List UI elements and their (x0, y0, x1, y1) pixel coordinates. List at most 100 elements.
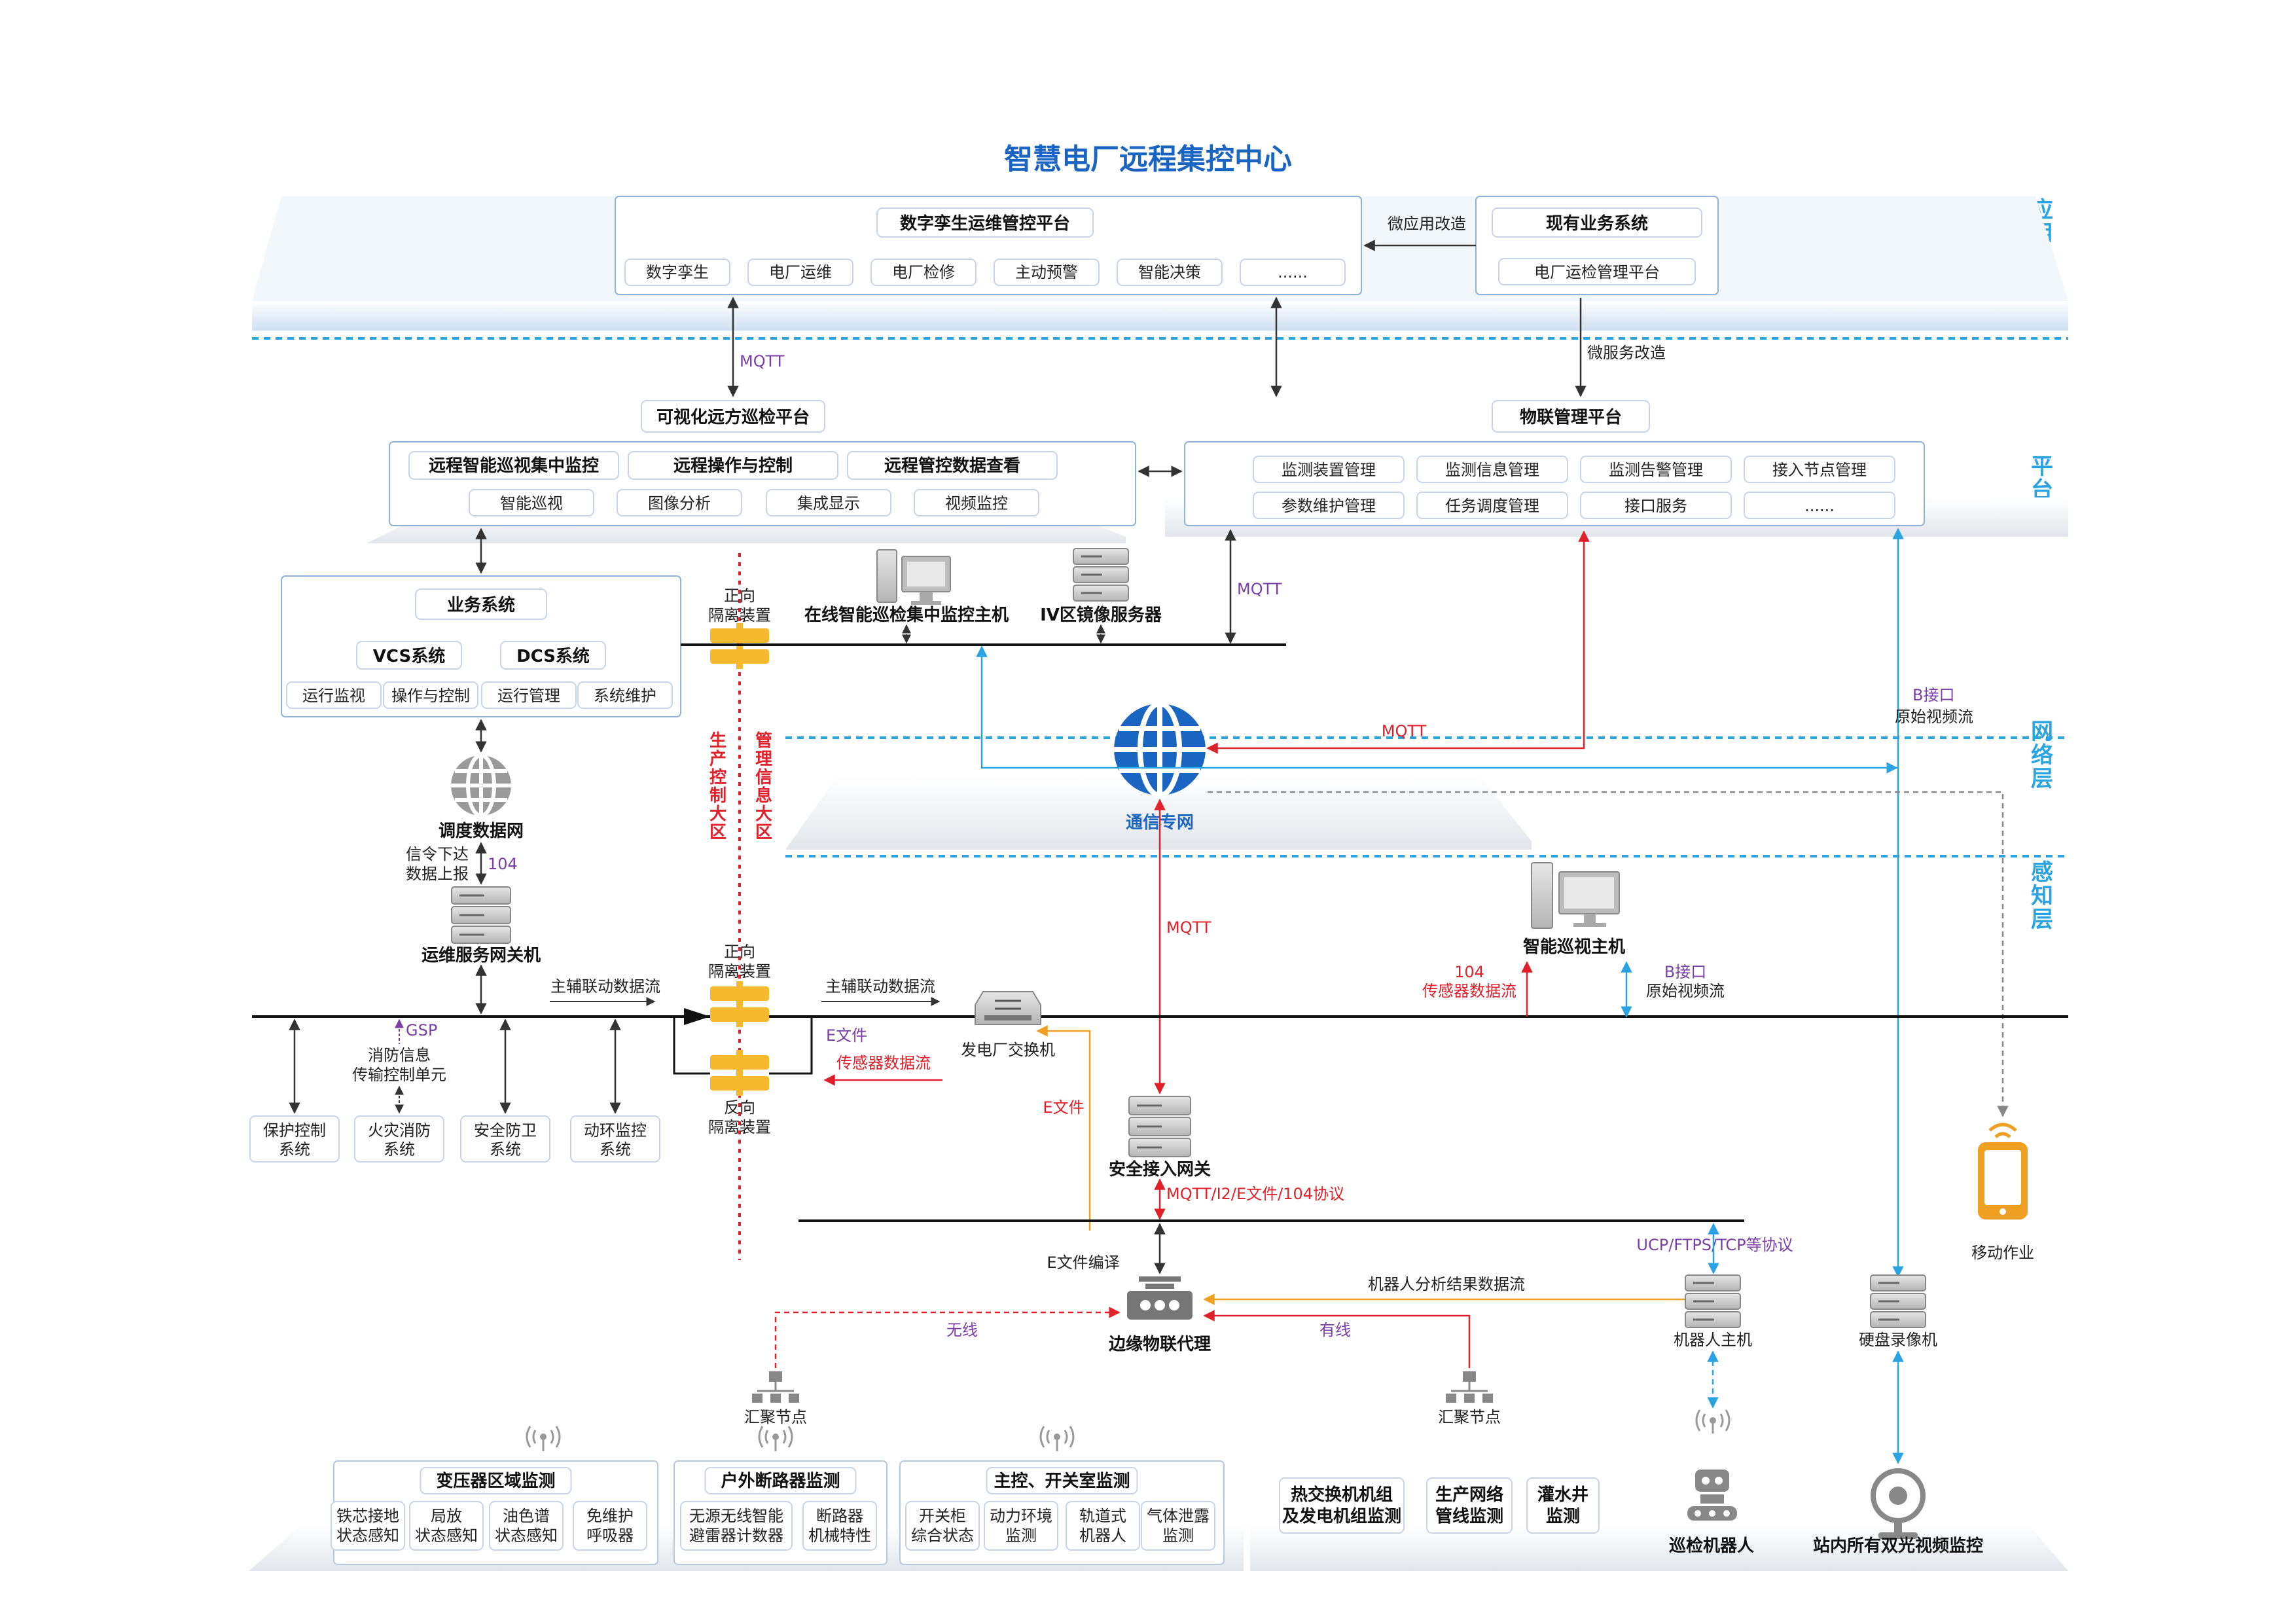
iot-item-pill (1416, 456, 1568, 483)
raw-video-top: 原始视频流 (1895, 708, 1973, 726)
subsystem-line2: 系统 (279, 1140, 310, 1159)
agg-node-left-icon (752, 1371, 799, 1403)
subsystem-box (354, 1115, 444, 1163)
subsystem-box (249, 1115, 340, 1163)
visual-sub-pill (617, 489, 742, 516)
hdd-recorder-label: 硬盘录像机 (1859, 1331, 1937, 1349)
biz-items: 运行监视操作与控制运行管理系统维护 (286, 681, 673, 709)
mqtt-app-visual-label: MQTT (740, 352, 785, 370)
zone-management: 管理信息大区 (755, 731, 772, 842)
forward-device-1-label-line1: 正向 (724, 586, 755, 605)
perception-item-line2: 呼吸器 (586, 1526, 634, 1545)
twin-item-pill (870, 259, 977, 286)
iot-item: 参数维护管理 (1282, 497, 1376, 515)
twin-item-pill (747, 259, 853, 286)
perception-item-line1: 气体泄露 (1147, 1507, 1210, 1525)
biz-item-pill (481, 681, 577, 709)
e-file-label-2: E文件 (1043, 1098, 1084, 1117)
perception-group-title: 户外断路器监测 (721, 1471, 840, 1491)
perception-item-line1: 局放 (431, 1507, 462, 1525)
perception-right-box (1426, 1477, 1513, 1534)
patrol-robot-label: 巡检机器人 (1669, 1536, 1754, 1556)
e-compile-label: E文件编译 (1047, 1254, 1119, 1272)
biz-title-pill (415, 588, 547, 620)
visual-feature: 远程操作与控制 (673, 456, 793, 476)
subsystem-line1: 火灾消防 (368, 1121, 431, 1140)
iot-item: 接入节点管理 (1772, 461, 1867, 479)
subsystem-line1: 安全防卫 (474, 1121, 537, 1140)
forward-device-1-label-line2: 隔离装置 (708, 606, 771, 624)
iot-item: 监测装置管理 (1282, 461, 1376, 479)
twin-item-pill (1117, 259, 1223, 286)
perception-item-line1: 轨道式 (1079, 1507, 1126, 1525)
existing-system-title-pill (1492, 208, 1702, 238)
biz-item-pill (383, 681, 478, 709)
main-aux-flow-left: 主辅联动数据流 (550, 977, 660, 996)
perception-right-line1: 生产网络 (1435, 1485, 1503, 1505)
twin-item: 智能决策 (1138, 263, 1201, 281)
iv-mirror-label: IV区镜像服务器 (1040, 605, 1162, 625)
mobile-label: 移动作业 (1971, 1244, 2034, 1262)
robot-flow-label: 机器人分析结果数据流 (1368, 1275, 1525, 1293)
perception-item-line1: 铁芯接地 (336, 1507, 399, 1525)
existing-item-pill (1498, 258, 1696, 285)
perception-group-title: 变压器区域监测 (436, 1471, 555, 1491)
reverse-device-loop (673, 1017, 710, 1075)
subsystem-line2: 系统 (600, 1140, 631, 1159)
sensor-flow-label-1: 传感器数据流 (836, 1054, 931, 1072)
perception-group-title-pill (704, 1467, 857, 1494)
visual-sub: 视频监控 (945, 494, 1008, 513)
mqtt-bus-iot-label: MQTT (1237, 580, 1282, 598)
reverse-device-loop-right (769, 1017, 813, 1075)
page-title: 智慧电厂远程集控中心 (1004, 143, 1292, 176)
biz-title: 业务系统 (447, 595, 515, 615)
perception-right-line2: 监测 (1546, 1507, 1580, 1526)
perception-item-line1: 无源无线智能 (689, 1507, 783, 1525)
blue-mirror-link (976, 645, 1898, 774)
plant-switch-label: 发电厂交换机 (961, 1041, 1055, 1059)
sensor-flow-label-2: 传感器数据流 (1422, 982, 1516, 1000)
online-host-icon (876, 549, 951, 605)
secure-gateway-icon (1128, 1096, 1191, 1157)
mobile-dashed-link (1208, 791, 2009, 1117)
subsystem-line2: 系统 (490, 1140, 521, 1159)
perception-item-box (573, 1501, 647, 1551)
perception-item-line1: 断路器 (816, 1507, 863, 1525)
antenna-icon (758, 1426, 793, 1451)
perception-item-line1: 动力环境 (990, 1507, 1052, 1525)
biz-item: 运行监视 (302, 687, 365, 705)
iot-item: ...... (1804, 497, 1835, 515)
subsystem-line1: 动环监控 (584, 1121, 647, 1140)
forward-device-2-label-line2: 隔离装置 (708, 962, 771, 981)
biz-item: 运行管理 (497, 687, 560, 705)
visual-sub: 图像分析 (648, 494, 711, 513)
e-file-orange-line (1036, 1025, 1091, 1231)
smart-host-icon (1531, 862, 1620, 929)
perception-item-box (1141, 1501, 1215, 1551)
perception-item-box (680, 1501, 793, 1551)
visual-feature-pill (847, 451, 1058, 480)
patrol-robot-icon (1687, 1470, 1737, 1521)
twin-item-pill (994, 259, 1100, 286)
iot-item: 监测信息管理 (1445, 461, 1539, 479)
p104-label-left: 104 (488, 855, 518, 873)
twin-item: ...... (1278, 263, 1308, 281)
main-bus-arrowhead (684, 1008, 710, 1025)
zone-production: 生产控制大区 (709, 731, 726, 842)
svg-text:感知层: 感知层 (2031, 859, 2053, 933)
hdd-recorder-icon (1870, 1274, 1926, 1328)
perception-right-band (1250, 1525, 2068, 1571)
main-aux-flow-right: 主辅联动数据流 (825, 977, 935, 996)
micro-service-label: 微服务改造 (1587, 344, 1666, 362)
agg-node-left-label: 汇聚节点 (744, 1408, 807, 1426)
perception-group-title-pill (986, 1467, 1138, 1494)
reverse-device-label-line2: 隔离装置 (708, 1118, 771, 1136)
subsystem-line1: 保护控制 (263, 1121, 326, 1140)
wired-link (1203, 1310, 1471, 1368)
visual-platform-title-pill (641, 400, 825, 433)
perception-item-line2: 状态感知 (495, 1526, 558, 1545)
perception-right-line2: 及发电机组监测 (1282, 1506, 1401, 1526)
mqtt-globe-iot-label: MQTT (1382, 722, 1427, 740)
iot-platform-title: 物联管理平台 (1520, 407, 1622, 427)
perception-item-line2: 避雷器计数器 (689, 1526, 783, 1545)
